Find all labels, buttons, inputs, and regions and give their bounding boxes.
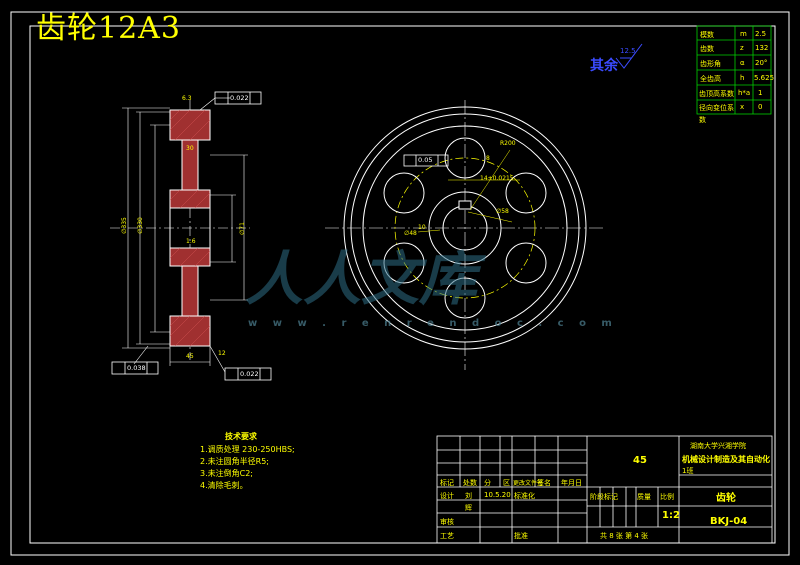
watermark-text: 人人文库 bbox=[245, 245, 478, 313]
dim-da: ∅335 bbox=[120, 217, 128, 234]
dim-small: 1.6 bbox=[186, 238, 196, 245]
param-value: 5.625 bbox=[754, 74, 775, 82]
dim-bore2: ∅48 bbox=[404, 230, 417, 237]
school-line2: 机械设计制造及其自动化 bbox=[682, 455, 770, 464]
param-extra: 数 bbox=[699, 116, 706, 124]
tolerance-frame-front bbox=[403, 154, 449, 167]
weight-label: 质量 bbox=[637, 493, 651, 501]
tech-req-item: 4.清除毛刺。 bbox=[200, 481, 248, 490]
stage-label: 阶段标记 bbox=[590, 493, 618, 501]
dim-w2: 12 bbox=[218, 350, 226, 357]
param-name: 模数 bbox=[700, 31, 714, 39]
review-label: 审核 bbox=[440, 518, 454, 526]
surface-note: 其余 bbox=[590, 58, 618, 74]
row-label: 分 bbox=[484, 479, 491, 487]
param-name: 全齿高 bbox=[700, 75, 721, 83]
param-name: 齿顶高系数 bbox=[699, 90, 734, 98]
front-view bbox=[325, 100, 605, 370]
row-label: 更改文件号 bbox=[513, 480, 544, 487]
dim-kw2: 10 bbox=[418, 224, 426, 231]
row-label: 处数 bbox=[463, 479, 477, 487]
process-label: 工艺 bbox=[440, 532, 454, 540]
row-label: 区 bbox=[503, 479, 510, 487]
outer-frame bbox=[10, 11, 790, 556]
param-value: 1 bbox=[758, 89, 763, 97]
tolerance-frames-section bbox=[111, 91, 272, 381]
param-symbol: m bbox=[740, 30, 747, 38]
row-label: 年月日 bbox=[561, 479, 582, 487]
surface-value: 12.5 bbox=[620, 47, 636, 55]
runout-left-value: 0.038 bbox=[127, 364, 146, 372]
scale-value: 1:2 bbox=[662, 510, 680, 521]
row-label: 签名 bbox=[537, 479, 551, 487]
dim-hub: ∅71 bbox=[238, 222, 246, 235]
dim-r: R200 bbox=[500, 140, 516, 147]
designer: 刘 bbox=[465, 492, 472, 500]
param-symbol: x bbox=[740, 103, 745, 111]
title-block bbox=[436, 435, 773, 544]
dim-t: 8 bbox=[486, 155, 490, 162]
keyway-dim: 14±0.0215 bbox=[480, 175, 514, 182]
param-value: 132 bbox=[755, 44, 769, 52]
tech-req-item: 3.未注倒角C2; bbox=[200, 469, 254, 478]
param-name: 径向变位系 bbox=[699, 104, 734, 112]
inner-frame bbox=[29, 25, 776, 544]
tech-req-title: 技术要求 bbox=[225, 432, 257, 441]
watermark-url: w w w . r e n r e n d o c . c o m bbox=[248, 318, 618, 329]
design-date: 10.5.20 bbox=[484, 491, 511, 499]
param-value: 0 bbox=[758, 103, 763, 111]
parallel-front-value: 0.05 bbox=[418, 156, 433, 164]
designer2: 辉 bbox=[465, 504, 472, 512]
param-name: 齿形角 bbox=[700, 60, 721, 68]
param-symbol: z bbox=[740, 44, 744, 52]
dim-angle-top: 6.3 bbox=[182, 95, 192, 102]
param-symbol: α bbox=[740, 59, 745, 67]
dim-bore: ∅58 bbox=[496, 208, 509, 215]
param-value: 20° bbox=[755, 59, 768, 67]
part-name: 齿轮 bbox=[716, 493, 736, 504]
param-value: 2.5 bbox=[755, 30, 767, 38]
runout-top-value: 0.022 bbox=[230, 94, 249, 102]
dim-web: 30 bbox=[186, 145, 194, 152]
tech-req-item: 1.调质处理 230-250HBS; bbox=[200, 445, 295, 454]
runout-bottom-value: 0.022 bbox=[240, 370, 259, 378]
roughness-symbol bbox=[615, 43, 643, 69]
tech-req-item: 2.未注圆角半径R5; bbox=[200, 457, 269, 466]
dim-width: 45 bbox=[186, 353, 194, 360]
param-symbol: h*a bbox=[738, 89, 751, 97]
design-label: 设计 bbox=[440, 492, 454, 500]
sheet-info: 共 8 张 第 4 张 bbox=[600, 532, 649, 540]
param-name: 齿数 bbox=[700, 45, 714, 53]
section-view bbox=[110, 97, 250, 373]
scale-label: 比例 bbox=[660, 493, 674, 501]
school-line1: 湖南大学兴湘学院 bbox=[690, 442, 746, 450]
drawing-title: 齿轮12A3 bbox=[36, 11, 181, 46]
drawing-no: BKJ-04 bbox=[710, 516, 748, 527]
dim-d: ∅330 bbox=[136, 217, 144, 234]
param-symbol: h bbox=[740, 74, 745, 82]
row-label: 标记 bbox=[440, 479, 454, 487]
school-line3: 1班 bbox=[682, 467, 694, 475]
standard-label: 标准化 bbox=[514, 492, 535, 500]
material: 45 bbox=[633, 455, 647, 466]
approve-label: 批准 bbox=[514, 532, 528, 540]
param-table bbox=[696, 25, 772, 115]
